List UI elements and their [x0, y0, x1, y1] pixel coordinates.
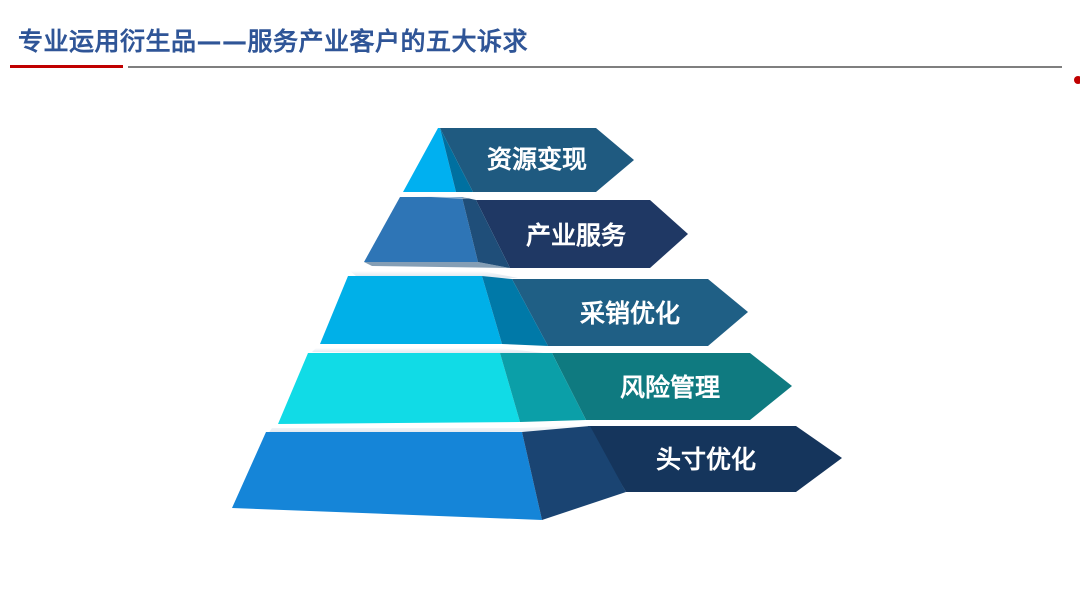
edge-dot-decoration: [1074, 76, 1080, 84]
tier-4-side-face: [500, 353, 586, 422]
tier-3-label: 采销优化: [580, 299, 680, 328]
pyramid-tier-3: 采销优化: [320, 271, 748, 346]
title-underline-accent: [10, 65, 123, 68]
tier-2-front-face: [364, 197, 478, 262]
pyramid-tier-1: 资源变现: [403, 128, 634, 192]
tier-3-side-face: [482, 276, 548, 346]
tier-2-side-face: [462, 197, 510, 268]
tier-3-arrow: [512, 279, 748, 346]
tier-3-front-face: [320, 276, 502, 344]
pyramid-tier-5: 头寸优化: [232, 425, 842, 520]
tier-5-front-face: [232, 432, 542, 520]
tier-2-bottom-edge: [364, 262, 510, 268]
tier-5-top-edge: [268, 425, 590, 434]
tier-5-label: 头寸优化: [656, 445, 756, 474]
tier-2-arrow: [476, 200, 688, 268]
tier-1-side-face: [440, 128, 473, 192]
tier-2-top-edge: [400, 195, 476, 199]
tier-4-top-edge: [312, 348, 552, 354]
tier-4-arrow: [552, 353, 792, 420]
slide-title: 专业运用衍生品——服务产业客户的五大诉求: [18, 27, 529, 56]
tier-5-arrow: [588, 426, 842, 492]
tier-1-arrow: [440, 128, 634, 192]
pyramid-tier-4: 风险管理: [278, 348, 792, 424]
tier-4-front-face: [278, 353, 520, 424]
title-underline-rule: [128, 66, 1062, 68]
tier-2-label: 产业服务: [526, 221, 626, 250]
tier-5-side-face: [522, 426, 626, 520]
pyramid-tier-2: 产业服务: [364, 195, 688, 268]
tier-1-label: 资源变现: [487, 145, 587, 174]
tier-4-label: 风险管理: [620, 373, 720, 402]
tier-1-front-face: [403, 128, 456, 192]
